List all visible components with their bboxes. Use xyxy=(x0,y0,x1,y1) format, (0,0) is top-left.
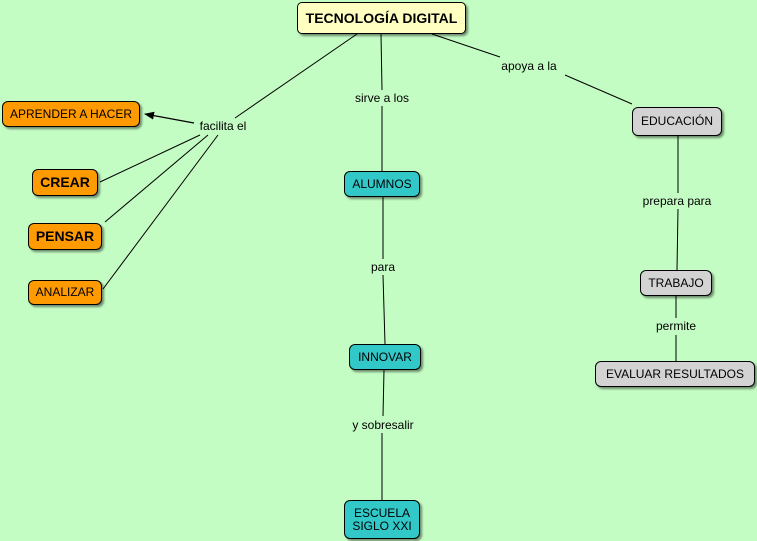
edge-facilita-pensar xyxy=(104,134,209,223)
link-para: para xyxy=(368,260,398,274)
link-apoya-a-la: apoya a la xyxy=(499,59,559,73)
edge-root-facilita xyxy=(234,33,358,119)
node-trabajo[interactable]: TRABAJO xyxy=(640,270,712,296)
link-y-sobresalir: y sobresalir xyxy=(350,418,416,432)
edge-innovar-sobresalir xyxy=(382,369,385,417)
link-prepara-para: prepara para xyxy=(640,194,714,208)
edge-para-innovar xyxy=(382,274,386,345)
node-alumnos[interactable]: ALUMNOS xyxy=(344,171,420,197)
node-educacion[interactable]: EDUCACIÓN xyxy=(632,107,722,136)
edge-apoya-educacion xyxy=(564,74,633,105)
link-permite: permite xyxy=(653,319,699,333)
edge-facilita-aprender xyxy=(144,111,195,124)
node-innovar[interactable]: INNOVAR xyxy=(349,344,421,370)
edge-facilita-crear xyxy=(99,134,201,183)
node-escuela-siglo-xxi[interactable]: ESCUELA SIGLO XXI xyxy=(344,500,420,539)
edge-prepara-trabajo xyxy=(676,208,679,271)
node-evaluar-resultados[interactable]: EVALUAR RESULTADOS xyxy=(595,361,755,387)
node-aprender-a-hacer[interactable]: APRENDER A HACER xyxy=(2,101,140,127)
node-analizar[interactable]: ANALIZAR xyxy=(28,280,102,305)
edge-root-sirve xyxy=(380,33,383,91)
edge-root-apoya xyxy=(431,33,501,58)
link-sirve-a-los: sirve a los xyxy=(352,91,412,105)
link-facilita-el: facilita el xyxy=(197,119,249,133)
node-pensar[interactable]: PENSAR xyxy=(28,223,102,250)
node-crear[interactable]: CREAR xyxy=(32,169,98,196)
node-tecnologia-digital[interactable]: TECNOLOGÍA DIGITAL xyxy=(297,2,466,34)
edge-facilita-analizar xyxy=(102,134,219,290)
